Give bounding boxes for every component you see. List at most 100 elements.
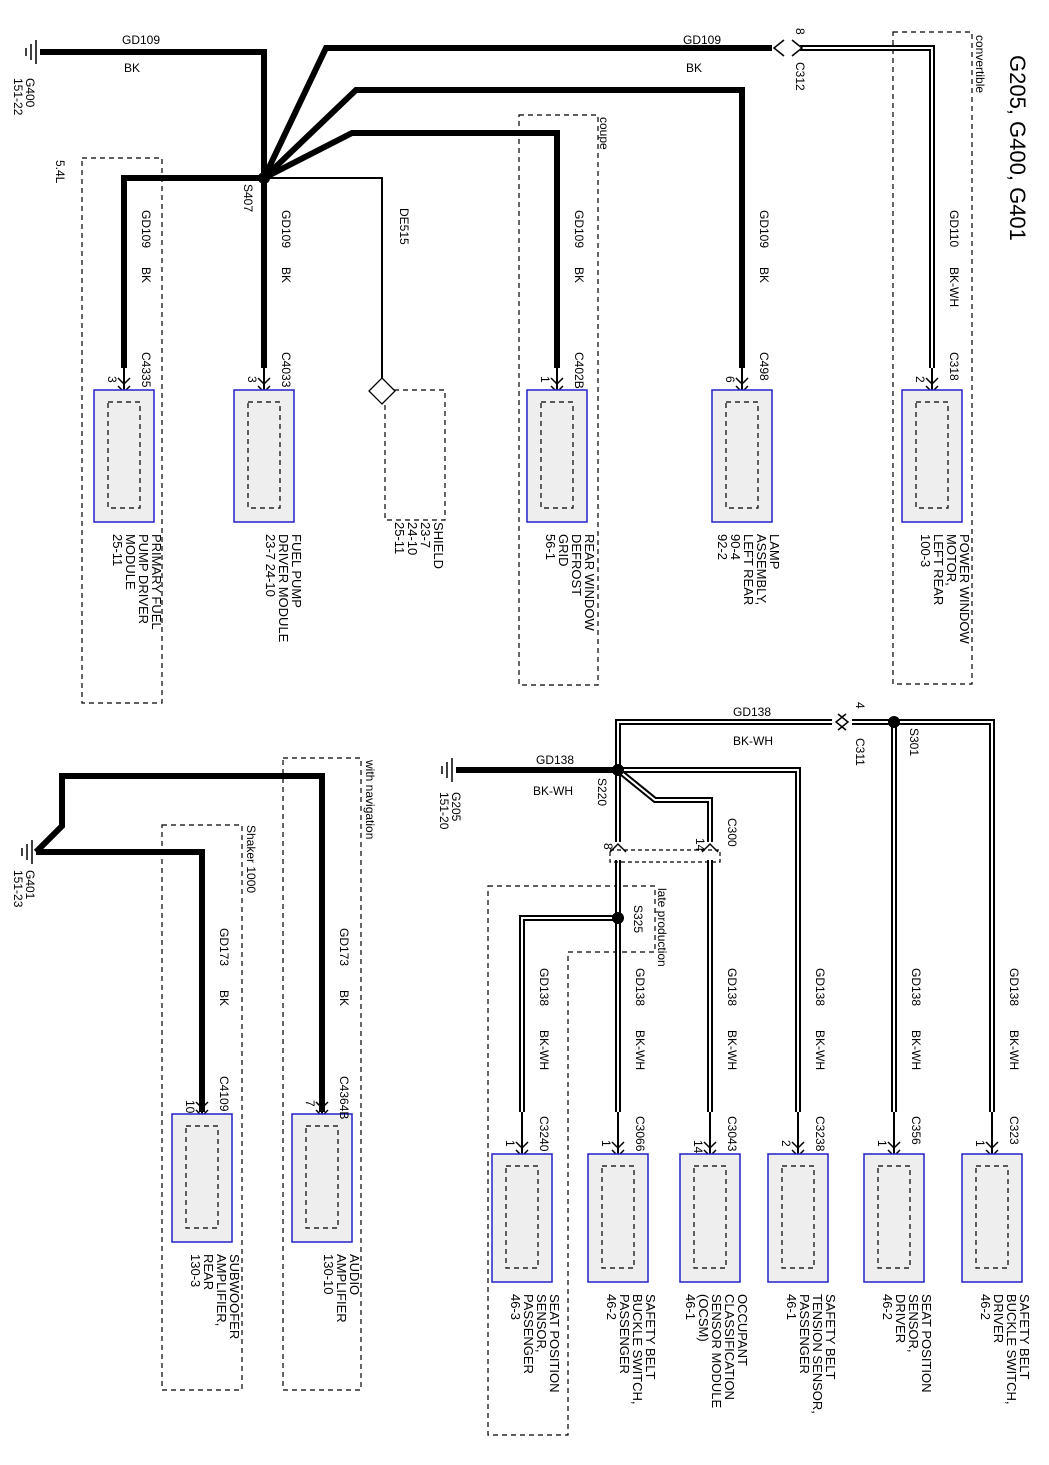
component-label-line: SHIELD — [431, 522, 446, 569]
component-label-line: DEFROST — [569, 534, 584, 596]
lr-bkwh-6: BK-WH — [1007, 1030, 1021, 1070]
component-label-line: SENSOR, — [534, 1294, 549, 1353]
component-label-line: REAR WINDOW — [582, 534, 597, 632]
component-label-line: 130-3 — [188, 1254, 203, 1287]
component-label-line: PUMP DRIVER — [136, 534, 151, 624]
component-connector: C4109 — [217, 1076, 231, 1112]
component-label-line: SUBWOOFER — [227, 1254, 242, 1339]
component-label-line: 46-1 — [784, 1294, 799, 1320]
component-connector: C402B — [572, 352, 586, 389]
option-regions — [81, 31, 973, 1436]
component-pin: 1 — [538, 376, 552, 383]
splice-s325-label: S325 — [631, 905, 645, 933]
shield-icon — [368, 377, 396, 405]
region-navigation — [282, 757, 362, 1391]
c1-gd109: GD109 — [139, 210, 153, 248]
label-shaker: Shaker 1000 — [244, 825, 258, 893]
component-box — [526, 389, 588, 523]
splice-s301 — [888, 716, 900, 728]
lr-gd138-1: GD138 — [537, 968, 551, 1006]
c2-bk: BK — [279, 267, 293, 283]
component-box — [901, 389, 963, 523]
component-connector: C498 — [757, 352, 771, 381]
component-label-line: DRIVER — [893, 1294, 908, 1343]
component-label-line: 46-3 — [508, 1294, 523, 1320]
splice-s407-label: S407 — [241, 184, 255, 212]
label-coupe: coupe — [597, 117, 611, 150]
component-label-line: PASSENGER — [797, 1294, 812, 1374]
splice-s220 — [612, 764, 624, 776]
component-label-line: 130-10 — [321, 1254, 336, 1294]
component-label-line: SEAT POSITION — [547, 1294, 562, 1392]
component-label-line: MOTOR, — [944, 534, 959, 586]
label-convertible: convertible — [973, 35, 987, 93]
label-5-4l: 5.4L — [53, 160, 67, 184]
component-label-line: 90-4 — [728, 534, 743, 560]
lr-bkwh-1: BK-WH — [537, 1030, 551, 1070]
label-gd109-top-left: GD109 — [122, 33, 160, 47]
component-pin: 2 — [913, 376, 927, 383]
component-label-line: CLASSIFICATION — [722, 1294, 737, 1400]
ground-g401-loc: 151-23 — [11, 870, 25, 908]
component-pin: 1 — [875, 1140, 889, 1147]
component-label-line: PASSENGER — [521, 1294, 536, 1374]
component-label-line: 25-11 — [110, 534, 125, 566]
lr-gd138-6: GD138 — [1007, 968, 1021, 1006]
component-label-line: FUEL PUMP — [289, 534, 304, 608]
component-box — [291, 1113, 353, 1243]
component-label-line: 100-3 — [918, 534, 933, 567]
component-label-line: 46-1 — [683, 1294, 698, 1320]
g401-wires — [33, 773, 325, 1112]
component-label-line: GRID — [556, 534, 571, 567]
component-box — [587, 1153, 649, 1283]
ll-bk-2: BK — [337, 990, 351, 1006]
component-box — [711, 389, 773, 523]
component-label-line: LAMP — [767, 534, 782, 569]
component-pin: 2 — [779, 1140, 793, 1147]
c5-bk: BK — [757, 267, 771, 283]
c4-gd109: GD109 — [572, 210, 586, 248]
c312-label: C312 — [793, 62, 807, 91]
component-label-line: 23-7 — [418, 522, 433, 548]
region-late-production — [487, 885, 656, 1436]
component-label-line: 24-10 — [405, 522, 420, 555]
c6-gd110: GD110 — [947, 210, 961, 247]
ground-g205-loc: 151-20 — [437, 792, 451, 830]
component-label-line: 46-2 — [978, 1294, 993, 1320]
component-label-line: POWER WINDOW — [957, 534, 972, 644]
component-label-line: MODULE — [123, 534, 138, 590]
inline-connector-c300 — [609, 849, 721, 863]
component-label-line: SEAT POSITION — [919, 1294, 934, 1392]
lr-bkwh-4: BK-WH — [813, 1030, 827, 1070]
ground-g401-symbol — [21, 840, 33, 864]
lr-gd138-5: GD138 — [909, 968, 923, 1006]
component-pin: 3 — [245, 376, 259, 383]
ll-gd173-1: GD173 — [217, 928, 231, 966]
component-label-line: (OCSM) — [696, 1294, 711, 1342]
component-connector: C3240 — [537, 1116, 551, 1152]
component-pin: 1 — [599, 1140, 613, 1147]
component-box — [491, 1153, 553, 1283]
ground-g400-id: G400 — [23, 78, 37, 108]
component-label-line: DRIVER — [991, 1294, 1006, 1343]
ground-g205-symbol — [441, 758, 453, 782]
inline-connector-c311 — [834, 713, 850, 731]
label-navigation: with navigation — [363, 759, 377, 839]
component-label-line: 46-2 — [880, 1294, 895, 1320]
lr-bkwh-2: BK-WH — [633, 1030, 647, 1070]
component-label-line: BUCKLE SWITCH, — [1004, 1294, 1019, 1405]
component-label-line: 23-7 24-10 — [263, 534, 278, 597]
label-gd138-b: GD138 — [733, 705, 771, 719]
component-connector: C3043 — [725, 1116, 739, 1152]
component-label-line: TENSION SENSOR, — [810, 1294, 825, 1414]
lr-gd138-3: GD138 — [725, 968, 739, 1006]
